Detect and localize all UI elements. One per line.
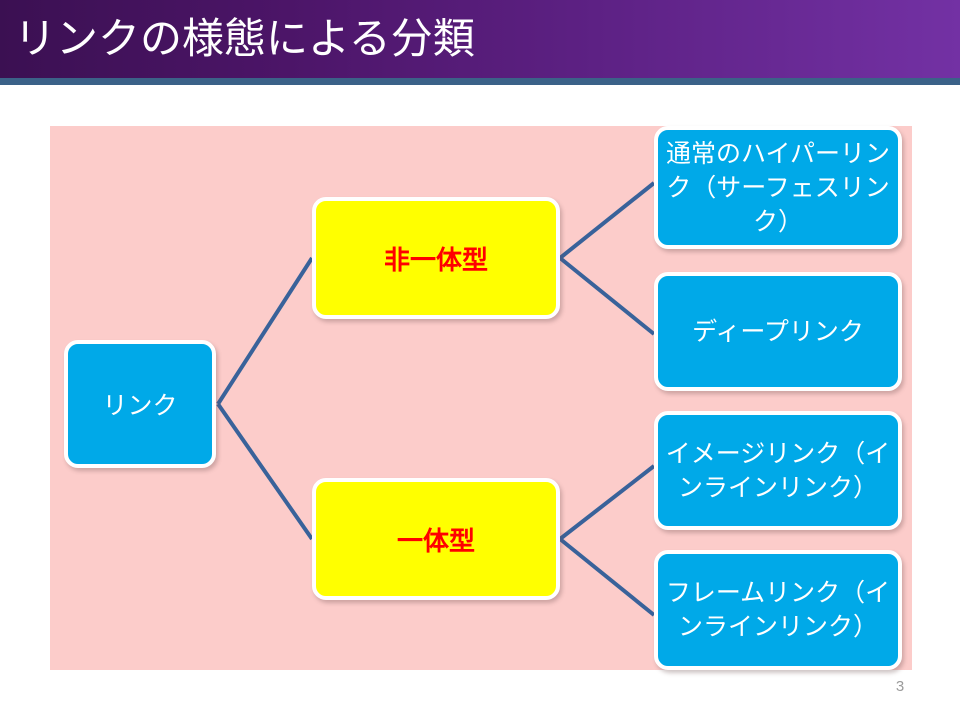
node-leaf-surface-link[interactable]: 通常のハイパーリンク（サーフェスリンク）: [654, 126, 902, 249]
node-leaf-1-label: 通常のハイパーリンク（サーフェスリンク）: [665, 139, 890, 236]
node-branch-2-label: 一体型: [396, 525, 475, 556]
node-branch-integrated[interactable]: 一体型: [312, 478, 560, 600]
page-number: 3: [895, 678, 905, 695]
node-branch-1-label: 非一体型: [383, 244, 488, 275]
page-title: リンクの様態による分類: [14, 15, 475, 62]
title-banner: [0, 0, 960, 78]
diagram-canvas: リンク 非一体型 一体型 通常のハイパーリンク（サーフェスリンク） ディープリン…: [50, 126, 912, 670]
node-leaf-4-label: フレームリンク（インラインリンク）: [665, 579, 891, 641]
node-leaf-3-label: イメージリンク（インラインリンク）: [665, 439, 891, 502]
node-leaf-2-label: ディープリンク: [692, 317, 864, 346]
title-banner-rule: [0, 78, 960, 85]
node-leaf-deep-link[interactable]: ディープリンク: [654, 272, 902, 391]
node-leaf-frame-link[interactable]: フレームリンク（インラインリンク）: [654, 550, 902, 670]
connector-root-to-branch-1: [216, 256, 314, 406]
node-branch-non-integrated[interactable]: 非一体型: [312, 197, 560, 319]
connector-lines: [216, 181, 656, 617]
connector-branch-2-to-leaf-3: [558, 464, 656, 541]
connector-branch-2-to-leaf-4: [558, 537, 656, 617]
connector-root-to-branch-2: [216, 402, 314, 541]
node-root-label: リンク: [102, 392, 178, 420]
node-root-link[interactable]: リンク: [64, 340, 216, 468]
node-leaf-image-link[interactable]: イメージリンク（インラインリンク）: [654, 411, 902, 530]
connector-branch-1-to-leaf-1: [558, 181, 656, 260]
connector-branch-1-to-leaf-2: [558, 256, 656, 336]
